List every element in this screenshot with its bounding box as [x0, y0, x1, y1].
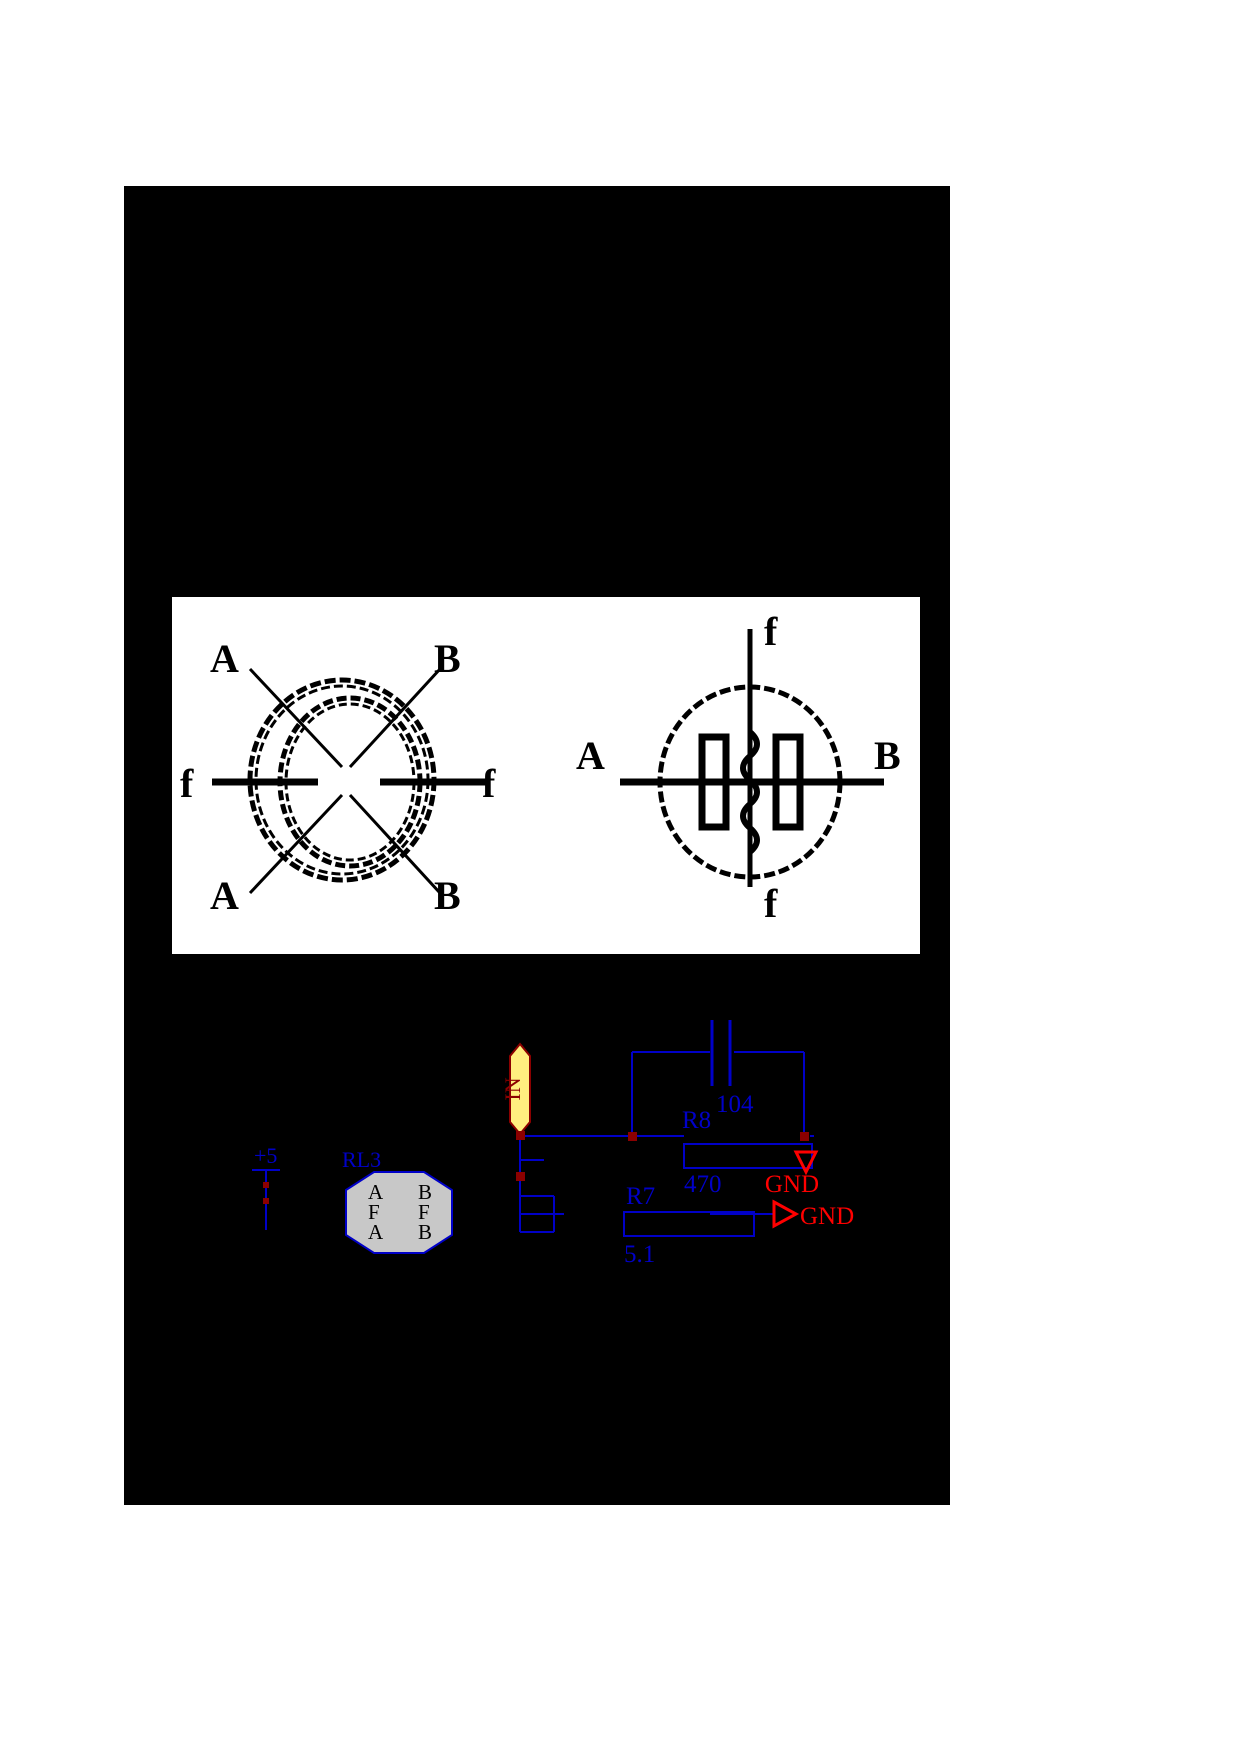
ground-symbol-2[interactable]: GND [772, 1199, 854, 1230]
resistor-R8-ref: R8 [682, 1107, 711, 1134]
gnd-arrow-2 [772, 1199, 800, 1229]
power-label-plus5: +5 [254, 1143, 277, 1168]
left-winding-symbol [212, 667, 490, 895]
capacitor-104[interactable] [710, 1020, 732, 1086]
label-B-top-right: B [434, 636, 461, 681]
circuit-schematic: +5 RL3 A F A B F B IN [124, 1000, 950, 1400]
relay-pin-left-3: A [368, 1220, 384, 1244]
lead-A-top [248, 667, 344, 769]
resistor-R7-ref: R7 [626, 1183, 655, 1210]
resistor-R7-body[interactable] [623, 1211, 755, 1237]
relay-pin-right-2: F [418, 1200, 430, 1224]
lead-A-bottom [248, 793, 344, 895]
gnd-label-2: GND [800, 1203, 854, 1230]
resistor-R8-body[interactable] [683, 1143, 813, 1169]
label-f-left: f [180, 761, 194, 806]
relay-pin-right-3: B [418, 1220, 432, 1244]
label-f-top: f [764, 609, 778, 654]
port-IN-label: IN [500, 1077, 525, 1100]
relay-pin-right-1: B [418, 1180, 432, 1204]
capacitor-value-label: 104 [716, 1091, 754, 1118]
label-A-bottom-left: A [210, 873, 239, 918]
label-B-right: B [874, 733, 901, 778]
resistor-R7-value: 5.1 [624, 1241, 655, 1268]
gnd-label-1: GND [765, 1171, 819, 1198]
junction-dot-R8-node [628, 1132, 637, 1141]
motor-winding-diagram-panel: A B f f A B [172, 597, 920, 954]
power-junction-dot-bottom [263, 1198, 269, 1204]
winding-block-right [772, 733, 804, 831]
lead-B-top [348, 667, 442, 769]
label-f-right: f [482, 761, 496, 806]
junction-dot-gnd1 [800, 1132, 809, 1141]
resistor-R8-value: 470 [684, 1171, 722, 1198]
lead-B-bottom [348, 793, 442, 895]
relay-pin-left-1: A [368, 1180, 384, 1204]
wire-network [519, 1051, 814, 1233]
power-junction-dot-top [263, 1182, 269, 1188]
right-winding-symbol [620, 629, 884, 887]
label-A-top-left: A [210, 636, 239, 681]
ground-symbol-1[interactable]: GND [765, 1150, 819, 1198]
panel-background [172, 597, 920, 954]
relay-ref-label: RL3 [342, 1147, 381, 1172]
winding-block-left [698, 733, 730, 831]
junction-dot-IN [516, 1131, 525, 1140]
center-coil-squiggle [740, 729, 760, 855]
label-f-bottom: f [764, 881, 778, 926]
relay-pin-left-2: F [368, 1200, 380, 1224]
junction-dot-relay [516, 1172, 525, 1181]
label-B-bottom-right: B [434, 873, 461, 918]
label-A-left: A [576, 733, 605, 778]
relay-body[interactable] [345, 1171, 453, 1254]
gnd-arrow-1 [793, 1150, 819, 1176]
